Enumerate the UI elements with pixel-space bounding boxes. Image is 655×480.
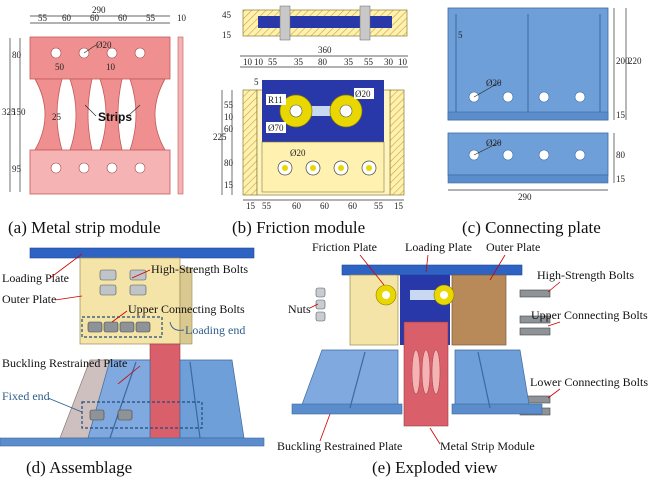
dim-a-25: 25 (52, 112, 62, 122)
dim-c-80: 80 (616, 150, 626, 160)
dim-b-bot-6: 15 (394, 201, 404, 211)
label-e-outer-plate: Outer Plate (486, 240, 540, 254)
dim-b-45: 45 (222, 10, 232, 20)
dim-a-80: 80 (12, 50, 22, 60)
label-e-upper-connecting-bolts: Upper Connecting Bolts (531, 308, 648, 322)
dim-b-mid-2: 55 (268, 57, 278, 67)
hole-b-phi70: Ø70 (268, 123, 284, 133)
dim-a-60b: 60 (90, 13, 100, 23)
label-d-loading-plate: Loading Plate (2, 271, 69, 285)
dim-b-360: 360 (318, 45, 332, 55)
dim-c-15-top: 15 (616, 110, 626, 120)
dim-c-200: 200 (616, 56, 630, 66)
hole-c-top-label: Ø20 (486, 78, 502, 88)
label-d-high-strength-bolts: High-Strength Bolts (151, 262, 248, 276)
dim-b-bot-0: 15 (246, 201, 256, 211)
dim-b-left-3: 225 (213, 132, 227, 142)
dim-a-150: 150 (12, 107, 26, 117)
dim-a-50: 50 (55, 62, 65, 72)
dim-b-5: 5 (254, 77, 259, 87)
dim-b-mid-0: 10 (243, 57, 253, 67)
caption-b: (b) Friction module (232, 218, 365, 237)
caption-d: (d) Assemblage (26, 458, 132, 477)
hole-b-phi20-bottom: Ø20 (290, 148, 306, 158)
dim-c-5: 5 (458, 30, 463, 40)
label-e-metal-strip-module: Metal Strip Module (440, 439, 535, 453)
dim-b-mid-3: 35 (294, 57, 304, 67)
label-d-upper-connecting-bolts: Upper Connecting Bolts (128, 302, 245, 316)
panel-d-assemblage: Loading Plate High-Strength Bolts Outer … (0, 247, 265, 447)
dim-a-55: 55 (38, 13, 48, 23)
dim-b-mid-7: 30 (384, 57, 394, 67)
label-d-outer-plate: Outer Plate (2, 292, 56, 306)
dim-a-10: 10 (177, 13, 187, 23)
hole-a-label: Ø20 (96, 40, 112, 50)
dim-b-mid-6: 55 (364, 57, 374, 67)
label-d-fixed-end: Fixed end (2, 389, 50, 403)
label-e-lower-connecting-bolts: Lower Connecting Bolts (530, 375, 648, 389)
dim-b-mid-8: 10 (398, 57, 408, 67)
dim-b-mid-4: 80 (318, 57, 328, 67)
label-e-buckling-restrained-plate: Buckling Restrained Plate (277, 439, 402, 453)
panel-a-metal-strip-module: 290 55 60 60 60 55 10 80 150 95 325 Ø20 … (2, 5, 187, 195)
caption-e: (e) Exploded view (372, 458, 498, 477)
hole-b-phi20-top: Ø20 (355, 89, 371, 99)
dim-b-left-0: 55 (224, 100, 234, 110)
dim-a-60c: 60 (118, 13, 128, 23)
hole-c-bottom-label: Ø20 (486, 138, 502, 148)
dim-b-15: 15 (222, 30, 232, 40)
dim-a-325: 325 (2, 107, 16, 117)
dim-b-bot-2: 60 (292, 201, 302, 211)
label-d-loading-end: Loading end (185, 323, 245, 337)
label-e-loading-plate: Loading Plate (405, 240, 472, 254)
dim-a-95: 95 (12, 164, 22, 174)
label-d-buckling-restrained-plate: Buckling Restrained Plate (2, 356, 127, 370)
dim-b-mid-5: 35 (344, 57, 354, 67)
dim-b-mid-1: 10 (254, 57, 264, 67)
dim-c-15-bottom: 15 (616, 174, 626, 184)
label-e-high-strength-bolts: High-Strength Bolts (537, 268, 634, 282)
dim-b-left-1: 10 (224, 112, 234, 122)
caption-c: (c) Connecting plate (462, 218, 601, 237)
panel-e-exploded-view: Friction Plate Loading Plate Outer Plate… (277, 240, 648, 453)
caption-a: (a) Metal strip module (8, 218, 161, 237)
dim-b-bot-4: 60 (348, 201, 358, 211)
hole-b-r11: R11 (268, 95, 283, 105)
dim-b-left-5: 15 (224, 180, 234, 190)
panel-c-connecting-plate: 5 Ø20 200 220 15 Ø20 80 15 290 (447, 7, 642, 202)
dim-b-left-4: 80 (224, 158, 234, 168)
label-e-nuts: Nuts (288, 302, 311, 316)
dim-b-left-2: 60 (224, 124, 234, 134)
panel-b-friction-module: 45 15 360 10 10 55 35 80 35 55 30 10 5 5… (213, 5, 408, 211)
dim-a-10b: 10 (106, 62, 116, 72)
dim-a-60a: 60 (62, 13, 72, 23)
dim-a-290: 290 (92, 5, 106, 15)
dim-a-55b: 55 (146, 13, 156, 23)
dim-b-bot-1: 55 (262, 201, 272, 211)
dim-b-bot-3: 60 (320, 201, 330, 211)
dim-c-220: 220 (628, 56, 642, 66)
dim-c-290: 290 (518, 192, 532, 202)
dim-b-bot-5: 55 (374, 201, 384, 211)
strips-label: Strips (98, 110, 132, 124)
label-e-friction-plate: Friction Plate (312, 240, 377, 254)
